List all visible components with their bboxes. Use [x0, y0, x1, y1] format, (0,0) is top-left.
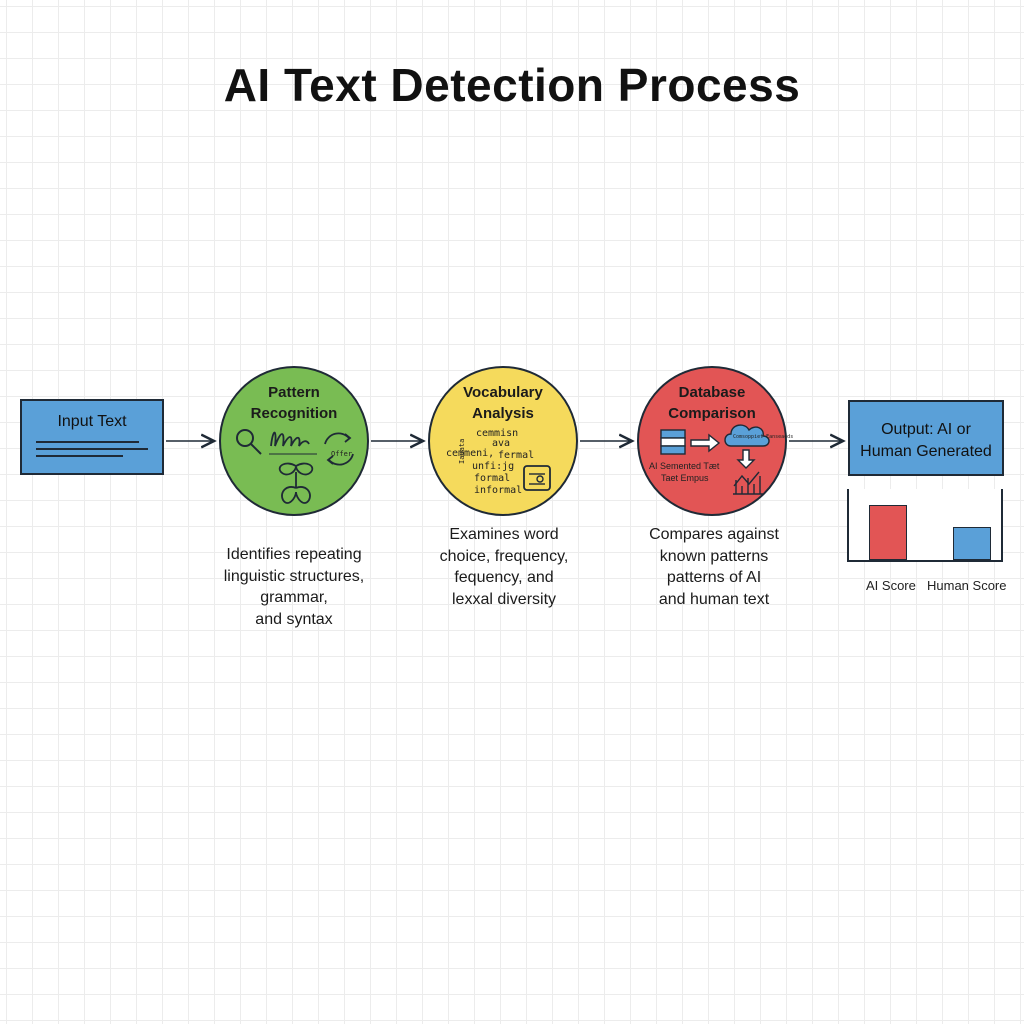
magnifier-icon — [236, 429, 262, 455]
ai-score-bar — [869, 505, 907, 560]
database-description: Compares against known patterns patterns… — [649, 526, 779, 608]
human-score-label: Human Score — [927, 578, 1007, 593]
database-icons — [660, 424, 770, 495]
cycle-label: Offer — [331, 450, 353, 458]
down-arrow-icon — [736, 449, 756, 469]
handwriting-icon — [270, 431, 310, 447]
vocab-word: ava — [492, 438, 511, 449]
settings-panel-icon — [523, 465, 551, 491]
input-text-label: Input Text — [57, 413, 127, 430]
pattern-recognition-node: Pattern Recognition Offer — [219, 366, 369, 516]
database-comparison-title: Database Comparison — [668, 384, 756, 422]
database-icon-text: Taet Empus — [661, 473, 709, 483]
structure-tree-icon — [278, 462, 314, 504]
vocab-word: fermal — [498, 450, 535, 461]
vocab-word: informal — [474, 485, 523, 496]
vocab-word: unfi:jg — [472, 461, 515, 472]
output-box: Output: AI or Human Generated — [848, 400, 1004, 476]
output-label: Output: AI or Human Generated — [860, 421, 992, 460]
vocabulary-analysis-title: Vocabulary Analysis — [463, 384, 543, 422]
ai-score-label: AI Score — [866, 578, 916, 593]
pattern-icons — [236, 429, 354, 504]
vocab-word: cemmeni, — [446, 448, 495, 459]
score-chart — [847, 489, 1003, 562]
page-title: AI Text Detection Process — [223, 59, 801, 111]
cycle-arrows-icon — [324, 432, 354, 466]
vocabulary-analysis-node: Vocabulary Analysis cemmisn ava cemmeni,… — [428, 366, 578, 516]
pattern-description: Identifies repeating linguistic structur… — [223, 546, 365, 628]
cloud-icon — [724, 424, 770, 447]
vocab-word: formal — [474, 473, 511, 484]
pattern-recognition-title: Pattern Recognition — [250, 384, 338, 422]
input-text-box: Input Text — [20, 399, 164, 475]
right-arrow-icon — [690, 433, 721, 453]
database-comparison-node: Database Comparison Comsoppiet Eanseaeds… — [637, 366, 793, 516]
text-lines-icon — [36, 441, 148, 462]
human-score-bar — [953, 527, 991, 560]
vocab-word: cemmisn — [476, 428, 519, 439]
database-stack-icon — [660, 429, 686, 455]
database-icon-text: AI Semented Tæt — [649, 461, 720, 471]
vocabulary-description: Examines word choice, frequency, fequenc… — [439, 526, 569, 608]
cloud-label: Comsoppiet Eanseaeds — [733, 434, 794, 440]
trend-chart-icon — [733, 471, 763, 495]
